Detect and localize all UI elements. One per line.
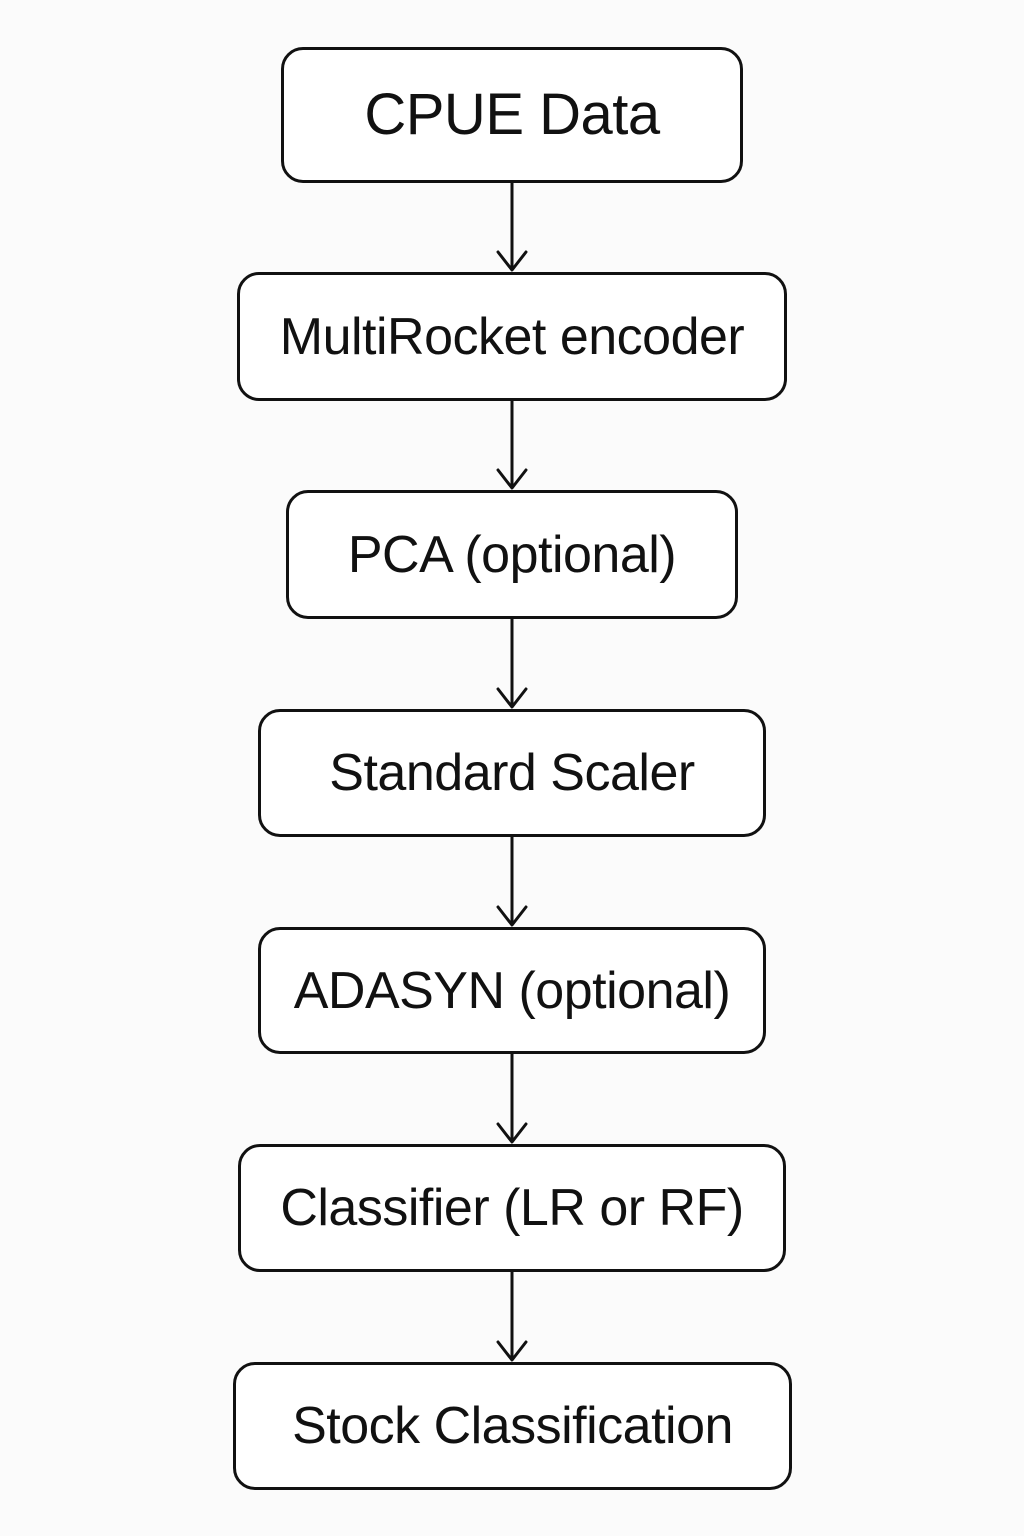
node-adasyn: ADASYN (optional) xyxy=(258,927,766,1054)
arrow-cpue-to-multirocket xyxy=(496,183,528,272)
node-pca: PCA (optional) xyxy=(286,490,738,619)
node-classifier-label: Classifier (LR or RF) xyxy=(280,1179,744,1237)
node-classifier: Classifier (LR or RF) xyxy=(238,1144,786,1272)
node-cpue-data-label: CPUE Data xyxy=(364,82,660,147)
node-standard-scaler: Standard Scaler xyxy=(258,709,766,837)
node-standard-scaler-label: Standard Scaler xyxy=(329,744,695,802)
node-stock-classification: Stock Classification xyxy=(233,1362,792,1490)
node-stock-classification-label: Stock Classification xyxy=(292,1397,733,1455)
arrow-standard-scaler-to-adasyn xyxy=(496,837,528,927)
node-multirocket-encoder: MultiRocket encoder xyxy=(237,272,787,401)
arrow-multirocket-to-pca xyxy=(496,401,528,490)
node-cpue-data: CPUE Data xyxy=(281,47,743,183)
node-adasyn-label: ADASYN (optional) xyxy=(293,961,731,1020)
node-multirocket-encoder-label: MultiRocket encoder xyxy=(279,307,745,366)
arrow-pca-to-standard-scaler xyxy=(496,619,528,709)
arrow-adasyn-to-classifier xyxy=(496,1054,528,1144)
arrow-classifier-to-stock-classification xyxy=(496,1272,528,1362)
node-pca-label: PCA (optional) xyxy=(347,525,677,584)
